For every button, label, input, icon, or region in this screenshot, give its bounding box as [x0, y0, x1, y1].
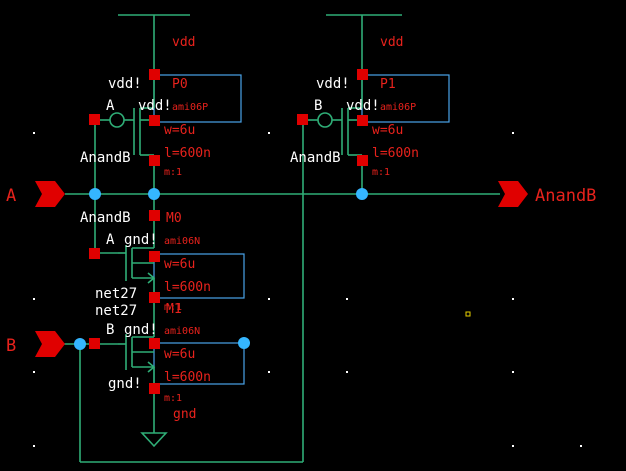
m0-source-label: net27	[95, 286, 137, 302]
p1-length: l=600n	[372, 146, 419, 161]
p0-bulk-label: vdd!	[138, 98, 172, 114]
p0-length: l=600n	[164, 146, 211, 161]
gnd-label: gnd	[173, 407, 196, 422]
gnd-symbol[interactable]	[140, 432, 168, 448]
m1-mult: m:1	[164, 393, 182, 404]
pin-anandb-arrow[interactable]	[498, 181, 528, 207]
p1-drain-label: AnandB	[290, 150, 341, 166]
m1-source-label: gnd!	[108, 376, 142, 392]
p1-gate-label: B	[314, 98, 322, 114]
p1-width: w=6u	[372, 123, 403, 138]
pin-a-label: A	[6, 186, 16, 206]
vdd-right-label: vdd	[380, 35, 403, 50]
m0-mult: m:1	[164, 302, 182, 313]
m0-length: l=600n	[164, 280, 211, 295]
p1-bulk-label: vdd!	[346, 98, 380, 114]
pin-b-label: B	[6, 336, 16, 356]
m0-bulk-label: gnd!	[124, 232, 158, 248]
connection-dots	[74, 188, 368, 350]
p0-drain-label: AnandB	[80, 150, 131, 166]
vdd-left-label: vdd	[172, 35, 195, 50]
pin-anandb-label: AnandB	[535, 186, 596, 206]
m1-length: l=600n	[164, 370, 211, 385]
m1-drain-label: net27	[95, 303, 137, 319]
vdd-right-wire[interactable]	[326, 14, 402, 75]
m1-width: w=6u	[164, 347, 195, 362]
p0-name: P0	[172, 77, 188, 92]
grid-dots	[33, 132, 582, 447]
p0-source-label: vdd!	[108, 76, 142, 92]
p0-width: w=6u	[164, 123, 195, 138]
p0-mult: m:1	[164, 167, 182, 178]
terminal-pins[interactable]	[89, 69, 368, 394]
p1-name: P1	[380, 77, 396, 92]
p1-mult: m:1	[372, 167, 390, 178]
probe-marker	[465, 311, 471, 317]
m0-name: M0	[166, 211, 182, 226]
m0-width: w=6u	[164, 257, 195, 272]
m1-model: ami06N	[164, 326, 200, 337]
p0-gate-label: A	[106, 98, 115, 114]
m1-name: M1	[166, 302, 182, 317]
m0-drain-label: AnandB	[80, 210, 131, 226]
pmos-p0[interactable]	[95, 74, 242, 193]
nmos-m0[interactable]	[118, 215, 245, 337]
m0-gate-label: A	[106, 232, 115, 248]
m1-bulk-label: gnd!	[124, 322, 158, 338]
p1-source-label: vdd!	[316, 76, 350, 92]
pin-a-arrow[interactable]	[35, 181, 65, 207]
pin-b-arrow[interactable]	[35, 331, 65, 357]
vdd-left-wire[interactable]	[118, 14, 190, 75]
p0-model: ami06P	[172, 102, 208, 113]
p1-model: ami06P	[380, 102, 416, 113]
nmos-m1[interactable]	[118, 334, 245, 433]
m0-model: ami06N	[164, 236, 200, 247]
m1-gate-label: B	[106, 322, 114, 338]
